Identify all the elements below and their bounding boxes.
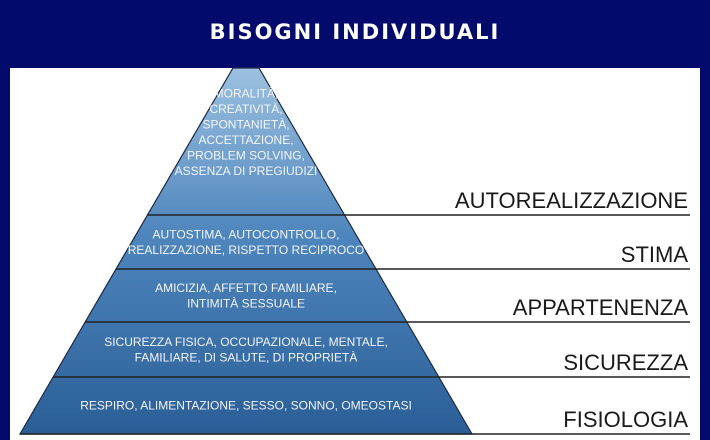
- level-description-line: PROBLEM SOLVING,: [187, 148, 305, 162]
- level-description-line: ACCETTAZIONE,: [198, 133, 293, 147]
- level-description-line: AUTOSTIMA, AUTOCONTROLLO,: [153, 227, 340, 241]
- level-description-line: MORALITÀ,: [214, 85, 279, 100]
- level-description-line: SICUREZZA FISICA, OCCUPAZIONALE, MENTALE…: [104, 335, 388, 349]
- level-label: APPARTENENZA: [513, 295, 689, 320]
- level-description-line: INTIMITÀ SESSUALE: [187, 295, 305, 310]
- level-description-line: REALIZZAZIONE, RISPETTO RECIPROCO: [128, 243, 364, 257]
- level-description-line: SPONTANIETÀ,: [202, 116, 289, 131]
- level-description-line: AMICIZIA, AFFETTO FAMILIARE,: [155, 281, 337, 295]
- level-label: FISIOLOGIA: [563, 407, 688, 432]
- level-label: SICUREZZA: [563, 350, 688, 375]
- level-description-line: FAMILIARE, DI SALUTE, DI PROPRIETÀ: [135, 349, 358, 364]
- level-label: STIMA: [621, 242, 689, 267]
- level-label: AUTOREALIZZAZIONE: [455, 188, 688, 213]
- diagram-title: BISOGNI INDIVIDUALI: [209, 20, 501, 44]
- level-description-line: RESPIRO, ALIMENTAZIONE, SESSO, SONNO, OM…: [80, 399, 412, 413]
- level-description-line: ASSENZA DI PREGIUDIZI: [175, 164, 318, 178]
- level-description-line: CREATIVITÀ,: [209, 101, 282, 116]
